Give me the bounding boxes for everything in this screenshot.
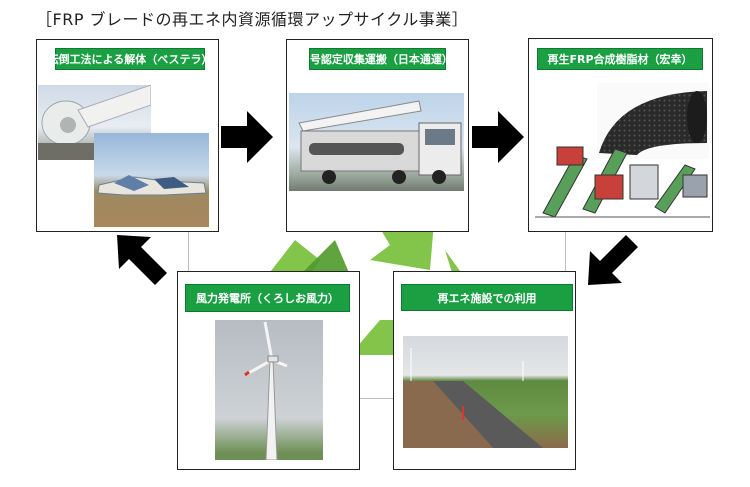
arrow-down-left: [588, 235, 638, 285]
step-box-transport: 2号認定収集運搬（日本通運）: [286, 39, 469, 232]
resin-mat-photo: [597, 83, 709, 159]
wind-turbine-photo: [215, 320, 323, 460]
page-title: ［FRP ブレードの再エネ内資源循環アップサイクル事業］: [36, 10, 469, 29]
recycling-machine-diagram: [535, 135, 710, 220]
truck-photo: [289, 93, 464, 191]
step-label-dismantle: 転倒工法による解体（ベステラ）: [48, 48, 212, 70]
arrow-right-2: [472, 111, 524, 163]
connector-line: [565, 232, 567, 272]
arrow-right-1: [221, 111, 273, 163]
field-pathway-photo: [403, 336, 568, 448]
step-box-recycled-material: 再生FRP合成樹脂材（宏幸）: [528, 38, 713, 232]
step-label-wind-farm: 風力発電所（くろしお風力）: [185, 284, 350, 312]
step-box-wind-farm: 風力発電所（くろしお風力）: [177, 271, 360, 470]
step-label-re-facility-use: 再エネ施設での利用: [401, 284, 573, 311]
step-label-transport: 2号認定収集運搬（日本通運）: [302, 48, 453, 70]
blade-scrap-photo: [94, 133, 209, 227]
step-label-recycled-material: 再生FRP合成樹脂材（宏幸）: [537, 48, 703, 70]
step-box-re-facility-use: 再エネ施設での利用: [393, 271, 576, 470]
step-box-dismantle: 転倒工法による解体（ベステラ）: [36, 39, 219, 232]
arrow-up-left: [117, 235, 167, 285]
